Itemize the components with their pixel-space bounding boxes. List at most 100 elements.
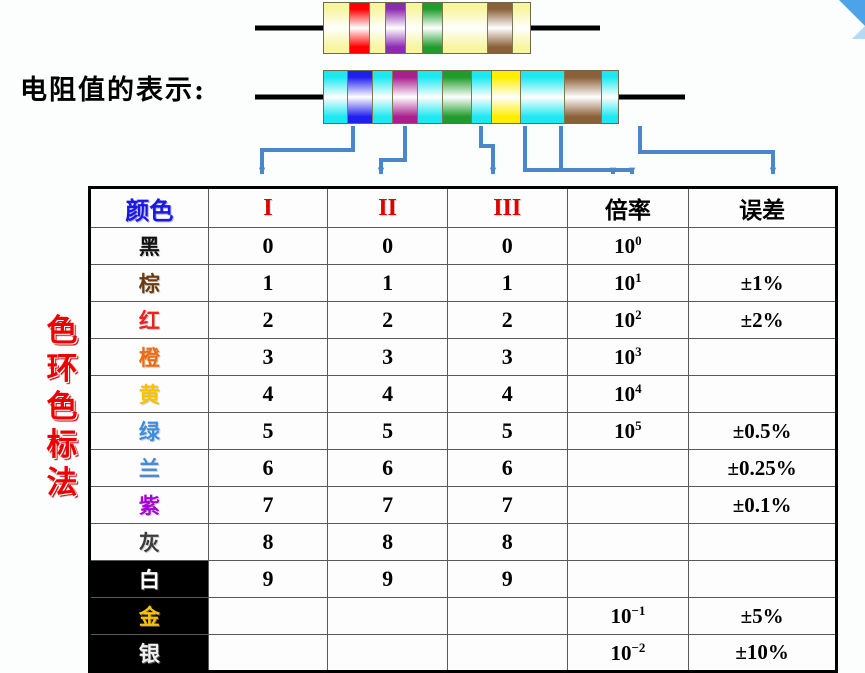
cell-digit-2 — [327, 597, 448, 635]
header-cell-digit-3: III — [446, 187, 568, 228]
color-name-label: 绿 — [138, 420, 160, 444]
multiplier-base: 10 — [610, 604, 632, 628]
header-label-digit-3: III — [493, 194, 522, 221]
multiplier-base: 10 — [614, 271, 636, 295]
cell-tolerance: ±0.5% — [688, 412, 837, 450]
cell-digit-2: 3 — [327, 338, 448, 376]
cell-tolerance — [688, 375, 837, 413]
resistor-lead-left — [255, 94, 325, 100]
cell-digit-1 — [207, 597, 329, 635]
multiplier-value: 102 — [614, 307, 642, 332]
digit-value: 1 — [501, 270, 513, 295]
cell-digit-1: 3 — [207, 338, 329, 376]
arrow-to-digit-1 — [377, 126, 407, 175]
arrow-to-digit-2 — [479, 126, 497, 175]
multiplier-exponent: 3 — [635, 344, 642, 359]
header-cell-digit-2: II — [327, 187, 448, 228]
cell-color-name: 黑 — [89, 227, 209, 265]
vertical-label-char: 色 — [46, 313, 78, 349]
resistor-body — [323, 70, 619, 124]
multiplier-value: 103 — [614, 344, 642, 369]
digit-value: 7 — [262, 492, 274, 517]
cell-multiplier: 103 — [566, 338, 690, 376]
cell-digit-2: 5 — [327, 412, 448, 450]
arrow-to-digit-3 — [523, 126, 617, 175]
resistor-illustration-top — [255, 2, 600, 54]
digit-value: 9 — [501, 566, 513, 591]
header-label-digit-1: I — [263, 194, 273, 221]
cell-digit-3 — [446, 634, 568, 672]
digit-value: 6 — [382, 455, 394, 480]
body-yellow — [369, 3, 385, 53]
cell-digit-1: 6 — [207, 449, 329, 487]
digit-value: 2 — [262, 307, 274, 332]
cell-color-name: 白 — [89, 560, 209, 598]
resistor-illustration-bottom — [255, 70, 685, 124]
cell-multiplier: 102 — [566, 301, 690, 339]
cell-color-name: 兰 — [89, 449, 209, 487]
cell-digit-1 — [207, 634, 329, 672]
multiplier-base: 10 — [610, 640, 632, 665]
cell-digit-3: 6 — [446, 449, 568, 487]
cell-tolerance — [688, 560, 837, 598]
cell-digit-3: 2 — [446, 301, 568, 339]
band-blue — [346, 71, 373, 123]
arrow-to-color — [258, 126, 355, 175]
resistor-lead-left — [255, 25, 325, 31]
cell-digit-1: 0 — [207, 227, 329, 265]
cell-digit-1: 4 — [207, 375, 329, 413]
cell-digit-3: 8 — [446, 523, 568, 561]
header-cell-multiplier: 倍率 — [566, 187, 690, 228]
cell-digit-2: 4 — [327, 375, 448, 413]
multiplier-exponent: 1 — [635, 270, 642, 285]
cell-tolerance — [688, 338, 837, 376]
digit-value: 6 — [262, 455, 274, 480]
multiplier-base: 10 — [614, 419, 636, 443]
corner-triangle-primary — [839, 0, 865, 26]
color-name-label: 兰 — [138, 457, 160, 481]
cell-color-name: 棕 — [89, 264, 209, 302]
color-name-label: 橙 — [138, 346, 160, 370]
multiplier-value: 100 — [614, 233, 642, 258]
band-purple — [385, 3, 406, 53]
digit-value: 5 — [262, 418, 274, 443]
multiplier-exponent: −2 — [631, 639, 646, 655]
cell-tolerance — [688, 523, 837, 561]
cell-digit-1: 5 — [207, 412, 329, 450]
digit-value: 4 — [262, 381, 274, 406]
color-name-label: 棕 — [138, 272, 160, 296]
cell-digit-1: 8 — [207, 523, 329, 561]
color-name-label: 白 — [138, 568, 160, 592]
cell-tolerance: ±1% — [688, 264, 837, 302]
cell-tolerance: ±2% — [688, 301, 837, 339]
color-name-label: 红 — [138, 309, 160, 333]
body-yellow — [512, 3, 530, 53]
cell-digit-2: 9 — [327, 560, 448, 598]
cell-multiplier: 105 — [566, 412, 690, 450]
cell-color-name: 金 — [89, 597, 209, 635]
vertical-label-char: 环 — [46, 351, 78, 387]
multiplier-base: 10 — [614, 234, 636, 258]
digit-value: 0 — [382, 233, 394, 258]
corner-decoration — [819, 0, 865, 40]
arrow-to-multiplier — [559, 126, 636, 175]
color-name-label: 黑 — [138, 235, 160, 259]
digit-value: 3 — [382, 344, 394, 369]
tolerance-value: ±10% — [735, 640, 789, 664]
digit-value: 0 — [262, 233, 274, 258]
cell-color-name: 绿 — [89, 412, 209, 450]
cell-multiplier: 10−2 — [566, 634, 690, 672]
cell-multiplier — [566, 560, 690, 598]
digit-value: 9 — [262, 566, 274, 591]
body-cyan — [372, 71, 392, 123]
body-cyan — [520, 71, 565, 123]
cell-tolerance: ±10% — [688, 634, 837, 672]
page-title: 电阻值的表示: — [20, 75, 206, 106]
